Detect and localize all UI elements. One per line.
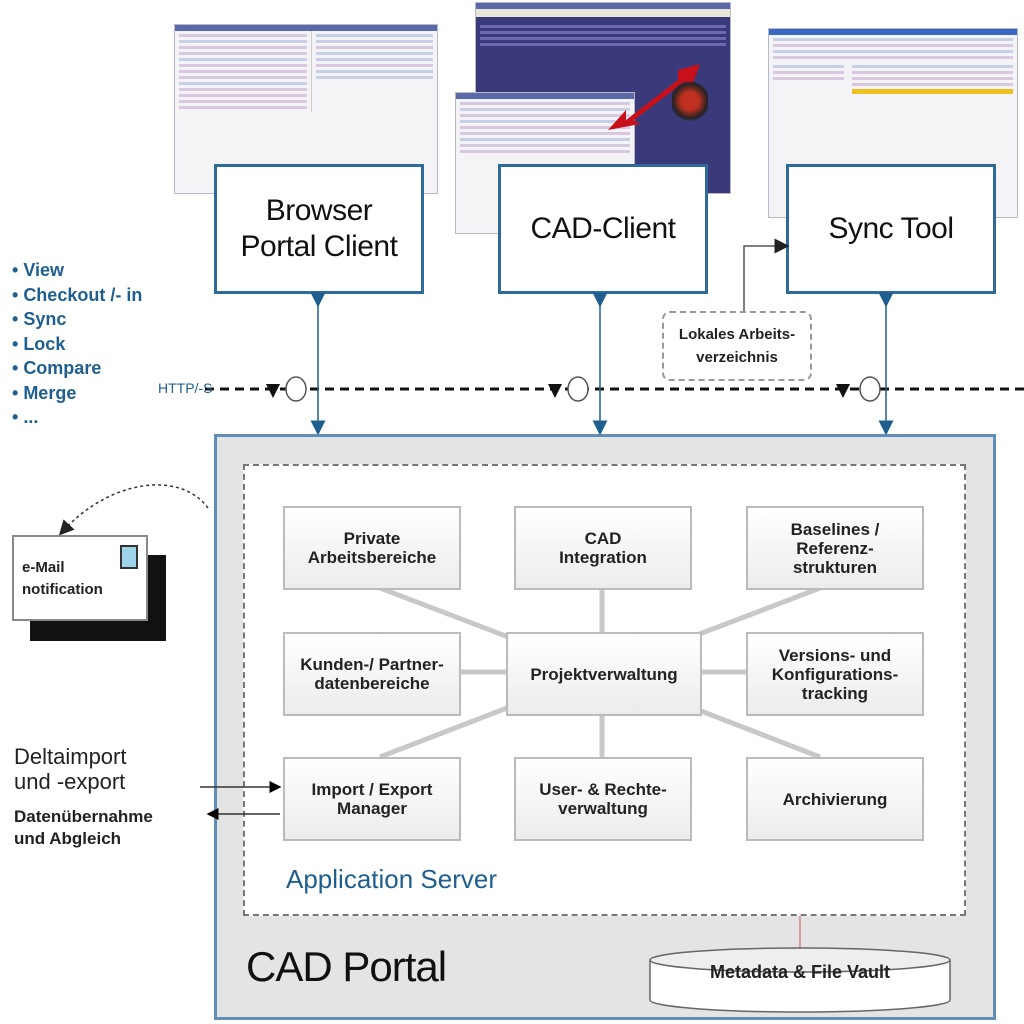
feature-item: • Compare — [12, 358, 102, 378]
sync-tool-box[interactable]: Sync Tool — [786, 164, 996, 294]
cad-model-icon — [672, 78, 708, 124]
local-workspace-box: Lokales Arbeits- verzeichnis — [662, 311, 812, 381]
sync-arrow-icon — [608, 64, 700, 130]
module-archiving[interactable]: Archivierung — [746, 757, 924, 841]
email-notification-box: e-Mail notification — [12, 535, 148, 621]
feature-item: • Checkout /- in — [12, 284, 143, 305]
feature-list: • View • Checkout /- in • Sync • Lock • … — [12, 258, 142, 430]
client-label: Portal Client — [240, 230, 398, 263]
client-label: Browser — [265, 194, 373, 227]
local-workspace-link — [743, 238, 790, 312]
cad-portal-label: CAD Portal — [246, 943, 447, 990]
mail-stamp-icon — [120, 545, 138, 569]
data-transfer-label: Datenübernahme und Abgleich — [14, 807, 153, 848]
http-protocol-label: HTTP/-S — [158, 380, 213, 396]
interface-icon — [836, 376, 881, 402]
feature-item: • Merge — [12, 382, 77, 403]
interface-icon — [548, 376, 589, 402]
module-project-management[interactable]: Projektverwaltung — [506, 632, 702, 716]
feature-item: • Sync — [12, 309, 67, 329]
cad-client-box[interactable]: CAD-Client — [498, 164, 708, 294]
delta-import-export-label: Deltaimport und -export — [14, 744, 127, 794]
email-notification-link — [58, 484, 209, 536]
module-baselines[interactable]: Baselines /Referenz-strukturen — [746, 506, 924, 590]
client-label: CAD-Client — [530, 212, 676, 245]
application-server-label: Application Server — [286, 864, 497, 894]
client-label: Sync Tool — [828, 212, 954, 245]
module-user-rights[interactable]: User- & Rechte-verwaltung — [514, 757, 692, 841]
feature-item: • ... — [12, 407, 39, 427]
vault-cylinder-icon — [649, 947, 951, 1013]
vault-label: Metadata & File Vault — [709, 962, 891, 982]
interface-icon — [266, 376, 307, 402]
module-partner-data[interactable]: Kunden-/ Partner-datenbereiche — [283, 632, 461, 716]
feature-item: • Lock — [12, 333, 66, 354]
feature-item: • View — [12, 260, 65, 280]
